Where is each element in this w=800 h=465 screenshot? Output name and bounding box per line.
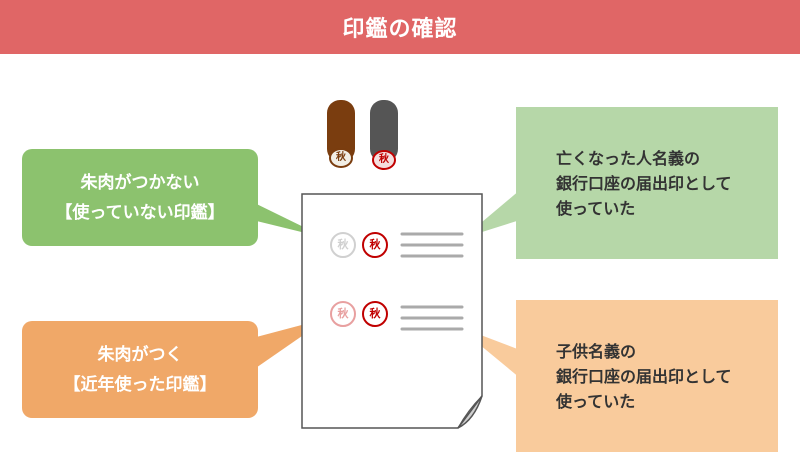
seal-char-faded-gray: 秋 [337,238,349,251]
seal-red-bottom [362,301,388,327]
seal-red-top [362,232,388,258]
seal-char-red-bottom: 秋 [369,307,381,320]
info-child-line2: 銀行口座の届出印として [556,366,732,386]
callout-recent-seal: 朱肉がつく 【近年使った印鑑】 [22,321,258,418]
document [301,193,483,429]
info-box-deceased-account: 亡くなった人名義の 銀行口座の届出印として 使っていた [516,107,778,259]
stamp-brown [327,100,355,168]
info-child-line1: 子供名義の [556,341,637,361]
seal-faded-pink [330,301,356,327]
info-deceased-line2: 銀行口座の届出印として [556,173,732,193]
callout-recent-line1: 朱肉がつく [97,344,183,365]
info-deceased-line3: 使っていた [556,198,636,218]
header-banner: 印鑑の確認 [0,0,800,54]
info-deceased-line1: 亡くなった人名義の [556,148,701,168]
document-text-lines [400,232,464,331]
stamp-brown-face-char: 秋 [336,152,346,163]
stamp-gray-face-char: 秋 [379,154,389,165]
info-box-child-account: 子供名義の 銀行口座の届出印として 使っていた [516,300,778,452]
seal-faded-gray [330,232,356,258]
callout-unused-seal: 朱肉がつかない 【使っていない印鑑】 [22,149,258,246]
stamp-gray [370,100,398,170]
page-title: 印鑑の確認 [342,17,458,42]
seal-char-faded-pink: 秋 [337,307,349,320]
callout-unused-line2: 【使っていない印鑑】 [55,202,225,223]
seal-char-red-top: 秋 [369,238,381,251]
callout-recent-line2: 【近年使った印鑑】 [63,374,217,395]
info-child-line3: 使っていた [556,391,636,411]
callout-unused-line1: 朱肉がつかない [80,172,200,193]
